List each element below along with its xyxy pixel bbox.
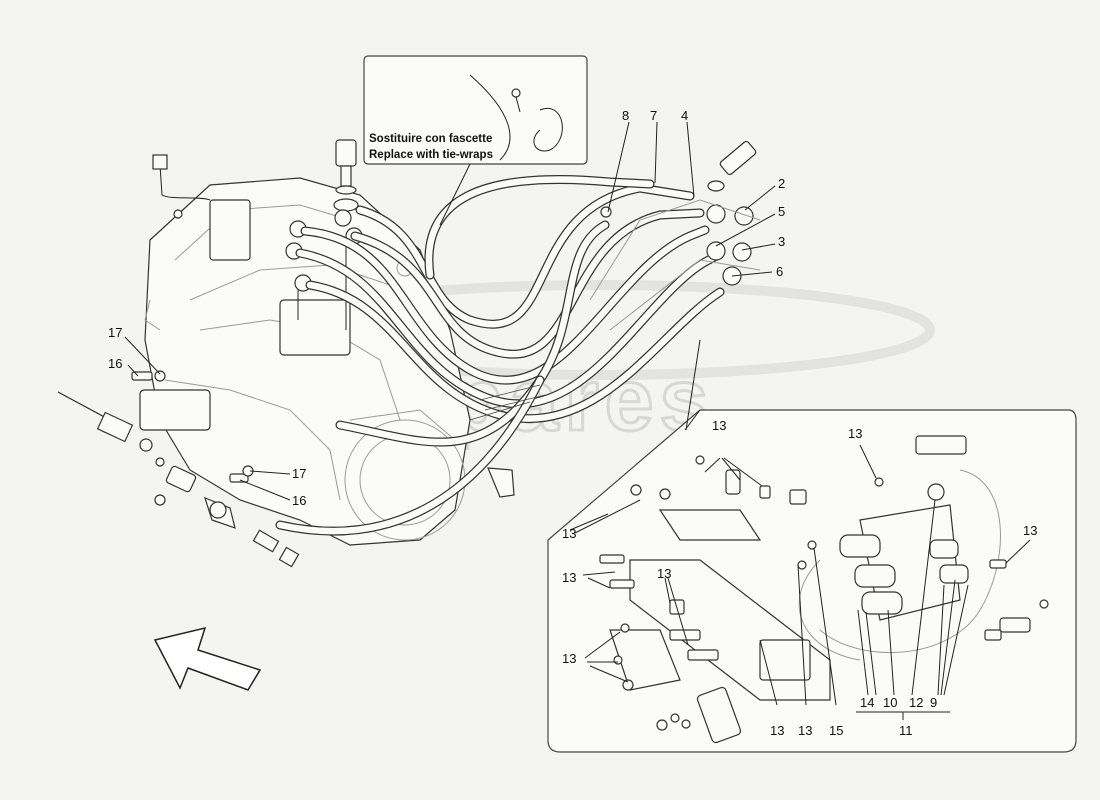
callouts: 8 7 4 2 5 3 6 17 16 17 16 13 13 13 13 13… bbox=[108, 108, 1037, 738]
callout-8: 8 bbox=[622, 108, 629, 123]
note-line-it: Sostituire con fascette bbox=[369, 133, 492, 145]
callout-10: 14 bbox=[860, 695, 874, 710]
callout-1: 11 bbox=[899, 723, 913, 738]
callout-13-inset-top: 13 bbox=[712, 418, 726, 433]
callout-15: 13 bbox=[798, 723, 812, 738]
detail-inset bbox=[547, 339, 1077, 753]
leader-lines bbox=[124, 121, 776, 501]
banjo-bolt bbox=[333, 139, 359, 212]
callout-17-lower: 17 bbox=[292, 466, 306, 481]
hose-fittings-right bbox=[589, 140, 761, 331]
callout-13-center: 13 bbox=[657, 566, 671, 581]
callout-13-left-c: 13 bbox=[562, 651, 576, 666]
callout-13-left-a: 13 bbox=[562, 526, 576, 541]
callout-2: 2 bbox=[778, 176, 785, 191]
callout-12: 10 bbox=[883, 695, 897, 710]
callout-11: 9 bbox=[930, 695, 937, 710]
callout-16-lower: 16 bbox=[292, 493, 306, 508]
callout-7: 7 bbox=[650, 108, 657, 123]
callout-9: 12 bbox=[909, 695, 923, 710]
callout-16-upper: 16 bbox=[108, 356, 122, 371]
hydraulic-hoses bbox=[275, 175, 725, 536]
callout-14: 15 bbox=[829, 723, 843, 738]
callout-4: 4 bbox=[681, 108, 688, 123]
gearbox-housing bbox=[139, 177, 471, 546]
callout-5: 5 bbox=[778, 204, 785, 219]
callout-17-upper: 17 bbox=[108, 325, 122, 340]
callout-13-bottom: 13 bbox=[770, 723, 784, 738]
left-components bbox=[57, 154, 515, 568]
direction-arrow bbox=[153, 626, 262, 691]
callout-13-left-b: 13 bbox=[562, 570, 576, 585]
callout-13-right: 13 bbox=[1023, 523, 1037, 538]
note-line-en: Replace with tie-wraps bbox=[369, 149, 493, 161]
callout-6: 6 bbox=[776, 264, 783, 279]
callout-13-valve-top: 13 bbox=[848, 426, 862, 441]
callout-3: 3 bbox=[778, 234, 785, 249]
note-box: Sostituire con fascette Replace with tie… bbox=[363, 55, 588, 226]
